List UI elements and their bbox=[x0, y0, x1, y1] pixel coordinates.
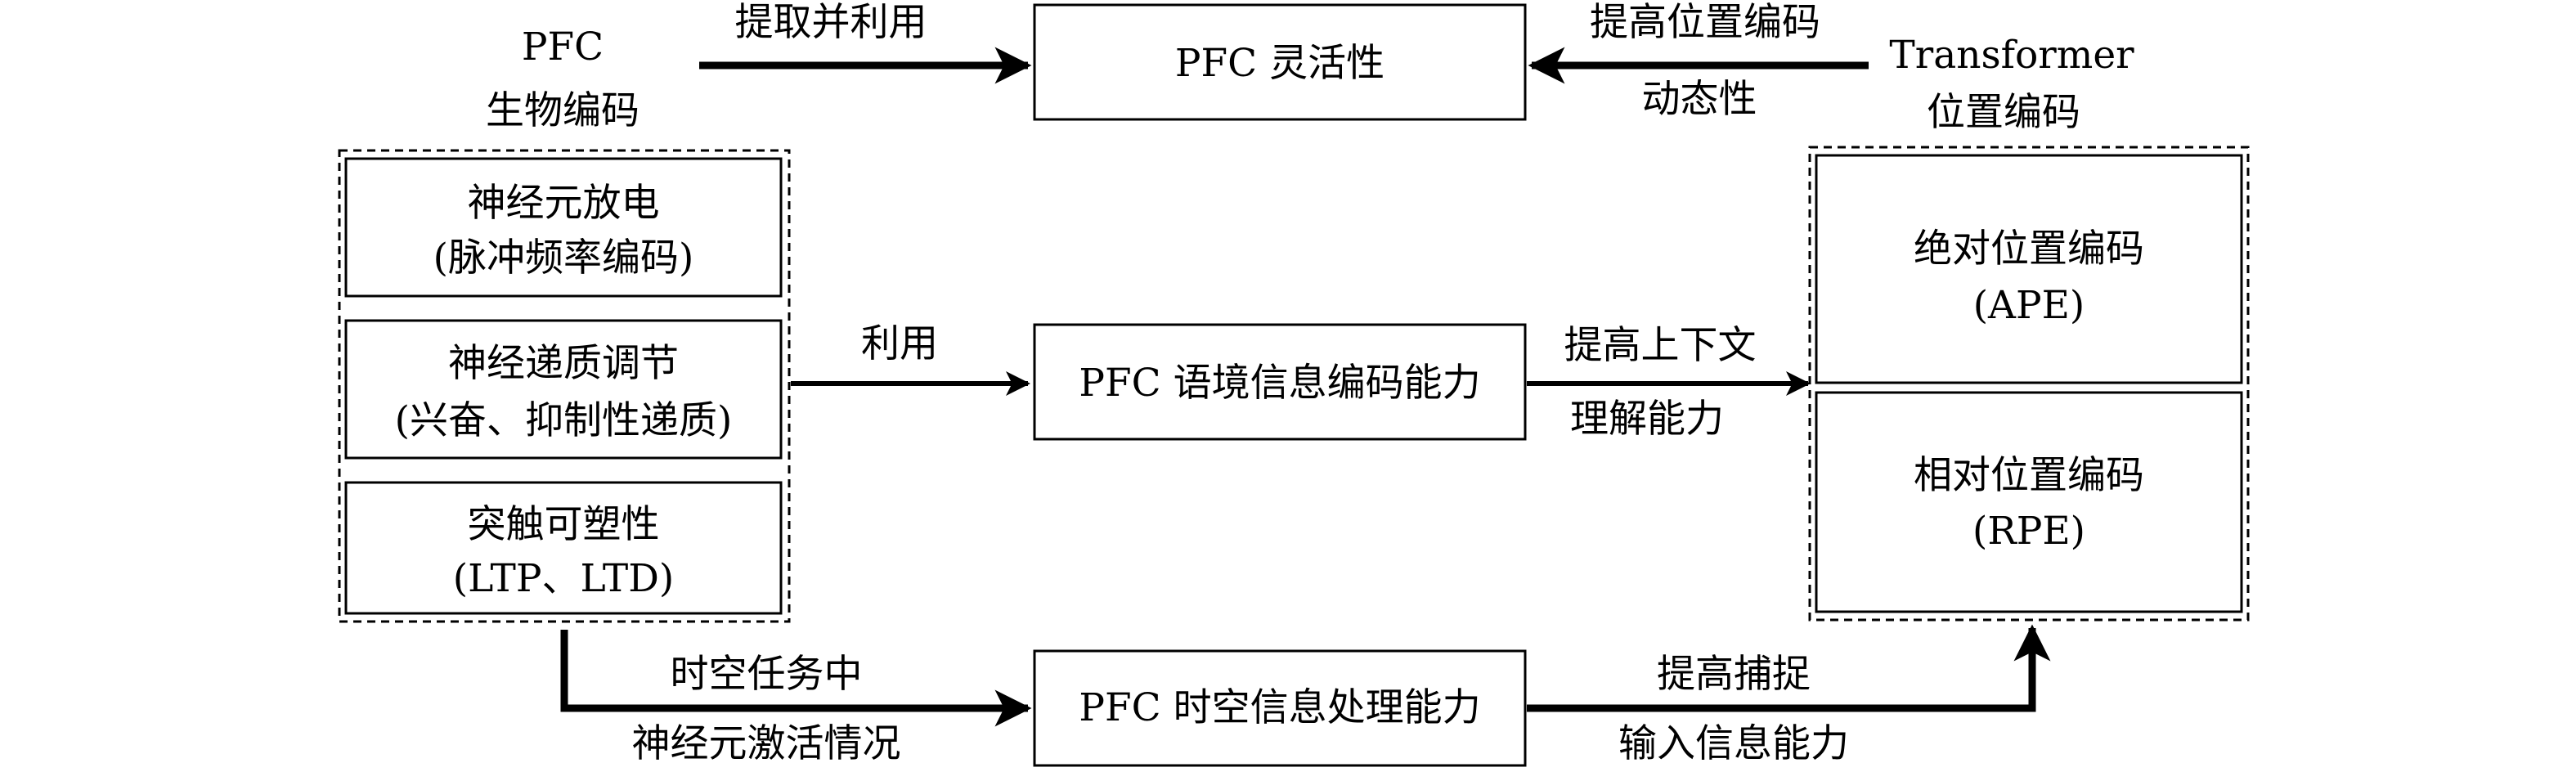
edge-label-bottom-right-line1: 提高捕捉 bbox=[1657, 652, 1811, 697]
left-box-firing bbox=[344, 157, 783, 298]
right-box-ape-line1: 绝对位置编码 bbox=[1914, 227, 2144, 272]
edge-label-mid-right-line2: 理解能力 bbox=[1570, 397, 1724, 442]
left-group-title-line1: PFC bbox=[521, 25, 604, 70]
center-box-spatiotemporal bbox=[1033, 649, 1527, 767]
left-box-firing-line2: (脉冲频率编码) bbox=[433, 236, 694, 281]
edge-label-bottom-left-line1: 时空任务中 bbox=[670, 652, 863, 697]
left-box-firing-line1: 神经元放电 bbox=[467, 181, 660, 226]
left-box-plasticity-line1: 突触可塑性 bbox=[467, 502, 660, 547]
right-box-rpe bbox=[1815, 391, 2243, 613]
center-box-flexibility-label: PFC 灵活性 bbox=[1174, 41, 1385, 86]
right-group-title-line2: 位置编码 bbox=[1927, 90, 2080, 135]
center-box-flexibility bbox=[1033, 3, 1527, 121]
center-box-context-label: PFC 语境信息编码能力 bbox=[1079, 361, 1481, 406]
left-box-plasticity-line2: (LTP、LTD) bbox=[452, 556, 675, 601]
right-box-rpe-line2: (RPE) bbox=[1972, 509, 2085, 554]
right-box-ape-line2: (APE) bbox=[1972, 283, 2085, 328]
left-box-neurotransmitter-line1: 神经递质调节 bbox=[448, 341, 679, 386]
arrow-bottom-left bbox=[560, 630, 1032, 727]
left-box-neurotransmitter bbox=[344, 319, 783, 460]
center-box-spatiotemporal-label: PFC 时空信息处理能力 bbox=[1079, 685, 1481, 730]
left-group-title-line2: 生物编码 bbox=[486, 88, 640, 133]
right-box-ape bbox=[1815, 154, 2243, 384]
edge-label-mid-left: 利用 bbox=[861, 321, 938, 366]
edge-label-bottom-left-line2: 神经元激活情况 bbox=[631, 721, 901, 766]
left-box-neurotransmitter-line2: (兴奋、抑制性递质) bbox=[394, 398, 733, 443]
edge-label-top-right-line1: 提高位置编码 bbox=[1590, 0, 1820, 45]
edge-label-top-left: 提取并利用 bbox=[734, 0, 927, 45]
left-box-plasticity bbox=[344, 481, 783, 615]
right-box-rpe-line1: 相对位置编码 bbox=[1914, 453, 2144, 498]
right-group-title-line1: Transformer bbox=[1889, 33, 2134, 78]
left-group-frame bbox=[338, 149, 791, 623]
center-box-context bbox=[1033, 323, 1527, 441]
edge-label-mid-right-line1: 提高上下文 bbox=[1564, 323, 1757, 368]
arrow-bottom-right bbox=[1527, 624, 2051, 712]
edge-label-top-right-line2: 动态性 bbox=[1641, 77, 1757, 122]
edge-label-bottom-right-line2: 输入信息能力 bbox=[1618, 721, 1849, 766]
